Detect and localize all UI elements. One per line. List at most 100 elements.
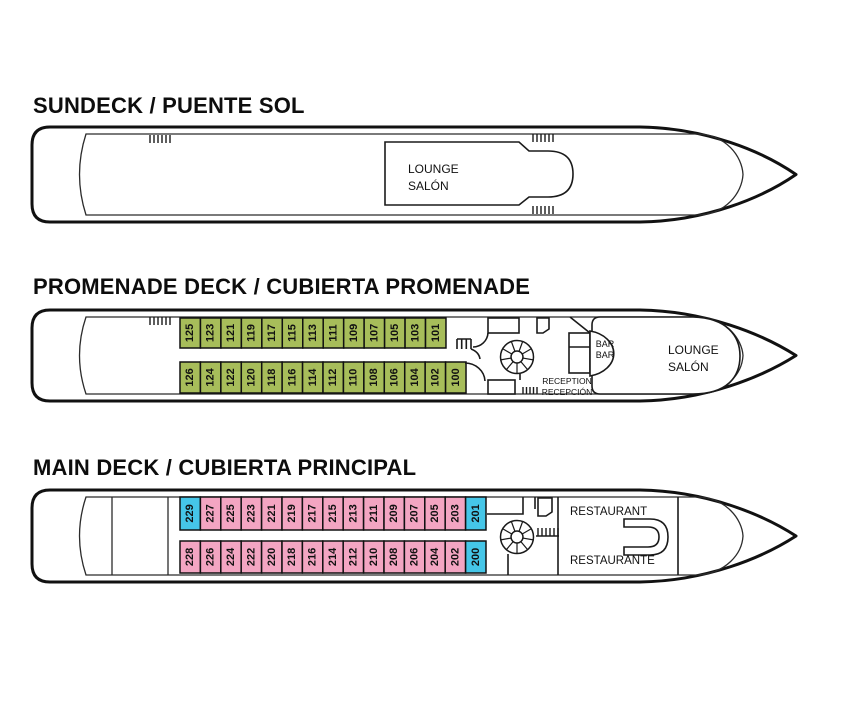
door-leaf-icon (537, 497, 553, 517)
lobby-wall (487, 497, 524, 515)
cabin-number-227: 227 (205, 504, 217, 522)
cabin-101[interactable] (424, 317, 447, 349)
stairs-icon (149, 317, 171, 325)
main-deck-title: MAIN DECK / CUBIERTA PRINCIPAL (33, 455, 416, 480)
promenade-lounge-label-en: LOUNGE (668, 343, 719, 357)
stern-room-walls (111, 497, 169, 575)
deck-sundeck: SUNDECK / PUENTE SOL LOUNGE SALÓN (30, 93, 798, 224)
restaurant-label-es: RESTAURANTE (570, 555, 655, 567)
cabin-number-219: 219 (286, 504, 298, 522)
cabin-number-121: 121 (225, 324, 237, 342)
cabin-number-124: 124 (205, 367, 217, 386)
cabin-number-110: 110 (348, 369, 360, 387)
spiral-staircase-icon (499, 519, 535, 555)
promenade-service-room-bottom (487, 379, 516, 395)
deck-main: MAIN DECK / CUBIERTA PRINCIPAL 229 227 225… (30, 455, 798, 584)
cabin-number-201: 201 (470, 504, 482, 522)
cabin-number-204: 204 (429, 547, 441, 566)
door-leaf-icon (536, 317, 550, 334)
promenade-title: PROMENADE DECK / CUBIERTA PROMENADE (33, 274, 530, 299)
cabin-number-213: 213 (347, 504, 359, 522)
spiral-staircase-icon (499, 339, 535, 375)
stairs-comb-icon (536, 528, 559, 537)
sundeck-deck-edge (78, 133, 744, 216)
cabin-number-200: 200 (470, 548, 482, 566)
bar-counter (568, 332, 591, 374)
cabin-number-208: 208 (388, 548, 400, 566)
sundeck-lounge-label-en: LOUNGE (408, 162, 459, 176)
reception-label-es: RECEPCIÓN (542, 387, 593, 397)
promenade-service-room-top (487, 317, 520, 334)
cabin-number-209: 209 (388, 504, 400, 522)
restaurant-label-en: RESTAURANT (570, 506, 647, 518)
sundeck-lounge-label-es: SALÓN (408, 178, 449, 193)
cabin-number-111: 111 (327, 324, 339, 341)
bar-label-en: BAR (596, 339, 615, 349)
cabin-number-221: 221 (266, 504, 278, 522)
cabin-number-122: 122 (225, 368, 237, 386)
cabin-100[interactable] (444, 361, 467, 394)
cabin-number-222: 222 (245, 548, 257, 566)
stairs-icon (522, 387, 538, 394)
cabin-number-203: 203 (449, 504, 461, 522)
stairs-icon (532, 134, 554, 142)
cabin-number-116: 116 (286, 369, 298, 387)
sundeck-title: SUNDECK / PUENTE SOL (33, 93, 305, 118)
bar-front (589, 330, 615, 377)
cabin-number-100: 100 (450, 368, 462, 386)
cabin-number-202: 202 (449, 548, 461, 566)
bar-label-es: BAR (596, 350, 615, 360)
promenade-lounge-room (591, 316, 741, 395)
cabin-number-224: 224 (225, 547, 237, 566)
bar-wall (569, 316, 591, 334)
cabin-number-117: 117 (266, 324, 278, 342)
cabin-number-114: 114 (307, 368, 319, 387)
cabin-number-216: 216 (307, 548, 319, 566)
cabin-number-225: 225 (225, 504, 237, 522)
cabin-number-109: 109 (348, 324, 360, 342)
main-deck-edge (78, 496, 744, 576)
door-arc-icon (464, 362, 486, 382)
cabin-number-118: 118 (266, 369, 278, 387)
cabin-number-125: 125 (184, 324, 196, 342)
cabin-201[interactable] (464, 496, 487, 531)
cabin-number-226: 226 (205, 548, 217, 566)
cabin-number-218: 218 (286, 548, 298, 566)
cabin-number-107: 107 (368, 324, 380, 342)
cabin-number-217: 217 (307, 504, 319, 522)
cabin-number-105: 105 (389, 324, 401, 342)
cabin-number-211: 211 (368, 505, 380, 523)
stairs-comb-icon (456, 338, 481, 360)
buffet-counter-icon (623, 518, 669, 556)
cabin-number-207: 207 (409, 504, 421, 522)
promenade-lounge-label-es: SALÓN (668, 359, 709, 374)
cabin-number-206: 206 (409, 548, 421, 566)
cabin-number-212: 212 (347, 548, 359, 566)
stairs-icon (149, 135, 171, 143)
stairs-icon (532, 206, 554, 214)
cabin-number-210: 210 (368, 548, 380, 566)
cabin-number-112: 112 (327, 369, 339, 387)
cabin-number-113: 113 (307, 324, 319, 342)
door-arc-icon (472, 332, 489, 348)
cabin-number-126: 126 (184, 368, 196, 386)
cabin-number-228: 228 (184, 548, 196, 566)
reception-label-en: RECEPTION (542, 376, 592, 386)
cabin-number-102: 102 (429, 368, 441, 386)
cabin-number-123: 123 (205, 324, 217, 342)
cabin-number-229: 229 (184, 504, 196, 522)
cabin-number-223: 223 (245, 504, 257, 522)
cabin-number-120: 120 (246, 368, 258, 386)
cabin-number-115: 115 (287, 324, 299, 342)
cabin-200[interactable] (464, 540, 487, 574)
cabin-number-108: 108 (368, 368, 380, 386)
cabin-number-101: 101 (430, 324, 442, 342)
cabin-number-119: 119 (246, 324, 258, 342)
cabin-number-104: 104 (409, 367, 421, 386)
